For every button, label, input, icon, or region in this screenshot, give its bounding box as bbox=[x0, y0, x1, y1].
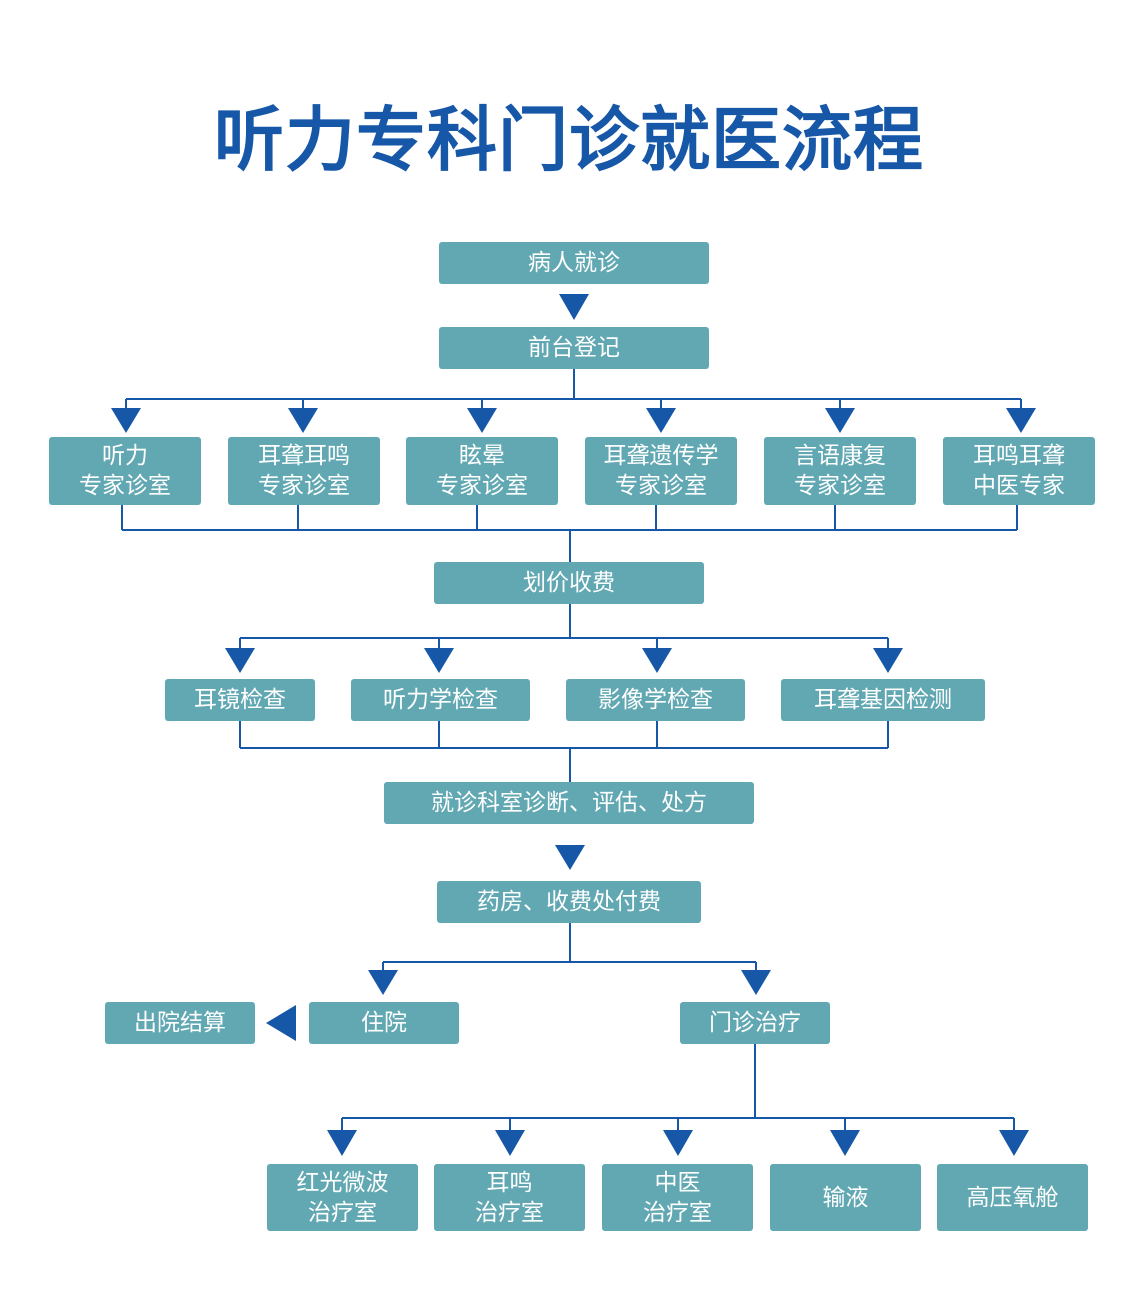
treatment-label: 输液 bbox=[822, 1184, 869, 1211]
arrow-down-icon bbox=[288, 408, 318, 433]
arrow-down-icon bbox=[1006, 408, 1036, 433]
step-register-label: 前台登记 bbox=[528, 335, 620, 361]
clinic-deafness-tinnitus: 耳聋耳鸣 专家诊室 bbox=[228, 437, 380, 505]
arrow-down-icon bbox=[830, 1130, 860, 1156]
treatment-label: 红光微波 治疗室 bbox=[296, 1169, 389, 1226]
arrow-down-icon bbox=[225, 648, 255, 673]
arrow-down-icon bbox=[873, 648, 903, 673]
clinic-tcm: 耳鸣耳聋 中医专家 bbox=[943, 437, 1095, 505]
exam-genetic-test: 耳聋基因检测 bbox=[781, 679, 985, 721]
step-discharge: 出院结算 bbox=[105, 1002, 255, 1044]
step-outpatient-label: 门诊治疗 bbox=[709, 1010, 801, 1036]
arrow-down-icon bbox=[741, 970, 771, 995]
step-pharmacy-label: 药房、收费处付费 bbox=[477, 889, 661, 915]
clinic-label: 听力 专家诊室 bbox=[79, 443, 171, 499]
clinic-label: 言语康复 专家诊室 bbox=[794, 443, 886, 499]
arrow-down-icon bbox=[555, 845, 585, 870]
clinic-label: 耳聋耳鸣 专家诊室 bbox=[258, 443, 350, 499]
arrow-down-icon bbox=[559, 294, 589, 320]
clinic-label: 耳聋遗传学 专家诊室 bbox=[603, 443, 719, 499]
clinic-label: 耳鸣耳聋 中医专家 bbox=[973, 443, 1065, 499]
clinic-speech-rehab: 言语康复 专家诊室 bbox=[764, 437, 916, 505]
clinic-vertigo: 眩晕 专家诊室 bbox=[406, 437, 558, 505]
arrow-down-icon bbox=[467, 408, 497, 433]
arrow-down-icon bbox=[495, 1130, 525, 1156]
arrow-left-icon bbox=[266, 1005, 296, 1041]
exam-otoscope: 耳镜检查 bbox=[165, 679, 315, 721]
treatment-red-light: 红光微波 治疗室 bbox=[267, 1164, 418, 1231]
arrow-down-icon bbox=[825, 408, 855, 433]
exam-label: 耳镜检查 bbox=[194, 687, 286, 713]
arrow-down-icon bbox=[327, 1130, 357, 1156]
exam-label: 耳聋基因检测 bbox=[814, 687, 952, 713]
treatment-tinnitus: 耳鸣 治疗室 bbox=[434, 1164, 585, 1231]
exam-imaging: 影像学检查 bbox=[566, 679, 745, 721]
step-pharmacy: 药房、收费处付费 bbox=[437, 881, 701, 923]
arrow-down-icon bbox=[642, 648, 672, 673]
step-pricing-label: 划价收费 bbox=[523, 570, 615, 596]
arrow-down-icon bbox=[663, 1130, 693, 1156]
step-discharge-label: 出院结算 bbox=[134, 1010, 226, 1036]
arrow-down-icon bbox=[111, 408, 141, 433]
step-register: 前台登记 bbox=[439, 327, 709, 369]
treatment-hyperbaric-oxygen: 高压氧舱 bbox=[937, 1164, 1088, 1231]
exam-audiology: 听力学检查 bbox=[351, 679, 530, 721]
page-title: 听力专科门诊就医流程 bbox=[214, 99, 924, 181]
exam-label: 影像学检查 bbox=[598, 687, 713, 713]
step-diagnosis-label: 就诊科室诊断、评估、处方 bbox=[431, 790, 707, 816]
step-pricing: 划价收费 bbox=[434, 562, 704, 604]
treatment-label: 中医 治疗室 bbox=[643, 1169, 712, 1226]
clinic-genetics: 耳聋遗传学 专家诊室 bbox=[585, 437, 737, 505]
step-visit: 病人就诊 bbox=[439, 242, 709, 284]
treatment-label: 高压氧舱 bbox=[966, 1184, 1059, 1211]
treatment-tcm: 中医 治疗室 bbox=[602, 1164, 753, 1231]
treatment-label: 耳鸣 治疗室 bbox=[475, 1169, 544, 1226]
arrow-down-icon bbox=[424, 648, 454, 673]
arrow-down-icon bbox=[999, 1130, 1029, 1156]
step-outpatient: 门诊治疗 bbox=[680, 1002, 830, 1044]
clinic-hearing: 听力 专家诊室 bbox=[49, 437, 201, 505]
step-hospitalize-label: 住院 bbox=[361, 1010, 407, 1036]
clinic-label: 眩晕 专家诊室 bbox=[436, 443, 528, 499]
exam-label: 听力学检查 bbox=[383, 687, 498, 713]
step-visit-label: 病人就诊 bbox=[528, 250, 620, 276]
arrow-down-icon bbox=[646, 408, 676, 433]
step-hospitalize: 住院 bbox=[309, 1002, 459, 1044]
treatment-infusion: 输液 bbox=[770, 1164, 921, 1231]
step-diagnosis: 就诊科室诊断、评估、处方 bbox=[384, 782, 754, 824]
arrow-down-icon bbox=[368, 970, 398, 995]
